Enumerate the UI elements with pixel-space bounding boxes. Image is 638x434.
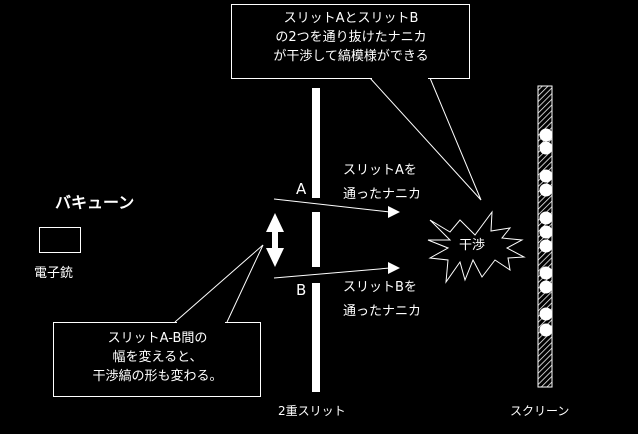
path-b-text: スリットBを 通ったナニカ — [343, 278, 421, 321]
top-callout-text: スリットAとスリットB の2つを通り抜けたナニカ が干渉して縞模様ができる — [232, 9, 470, 66]
title-label: バキューン — [55, 193, 135, 212]
screen-dot — [539, 183, 553, 197]
double-arrow-icon — [266, 213, 284, 267]
bottom-callout-text: スリットA-B間の 幅を変えると、 干渉縞の形も変わる。 — [54, 329, 261, 386]
path-b-line: スリットBを — [343, 280, 417, 295]
screen-label: スクリーン — [510, 404, 570, 418]
top-callout — [231, 4, 482, 201]
screen-dot — [539, 141, 553, 155]
callout-line: スリットAとスリットB — [283, 11, 419, 26]
screen-dot — [539, 239, 553, 253]
double-slit-label: 2重スリット — [278, 404, 346, 418]
screen-dots — [539, 128, 553, 337]
screen-dot — [539, 169, 553, 183]
path-a-text: スリットAを 通ったナニカ — [343, 161, 421, 204]
screen-dot — [539, 307, 553, 321]
screen-dot — [539, 323, 553, 337]
callout-line: 幅を変えると、 — [112, 350, 203, 365]
callout-line: が干渉して縞模様ができる — [273, 49, 429, 64]
beam-a — [273, 198, 400, 218]
slit-b-label: B — [296, 281, 307, 299]
electron-gun-label: 電子銃 — [34, 266, 74, 281]
path-a-line: 通ったナニカ — [343, 187, 422, 202]
screen-dot — [539, 225, 553, 239]
bottom-callout — [53, 244, 264, 397]
electron-gun — [39, 227, 81, 253]
screen-dot — [539, 266, 553, 280]
callout-line: 干渉縞の形も変わる。 — [92, 369, 223, 384]
slit-a-label: A — [296, 180, 307, 198]
interference-label: 干渉 — [459, 238, 486, 253]
interference-burst — [427, 210, 526, 284]
beam-b — [273, 262, 400, 279]
callout-line: スリットA-B間の — [107, 331, 208, 346]
double-slit — [312, 88, 320, 392]
path-b-line: 通ったナニカ — [343, 304, 422, 319]
screen-dot — [539, 211, 553, 225]
screen-dot — [539, 280, 553, 294]
callout-line: の2つを通り抜けたナニカ — [275, 30, 427, 45]
path-a-line: スリットAを — [343, 163, 417, 178]
screen-dot — [539, 128, 553, 142]
